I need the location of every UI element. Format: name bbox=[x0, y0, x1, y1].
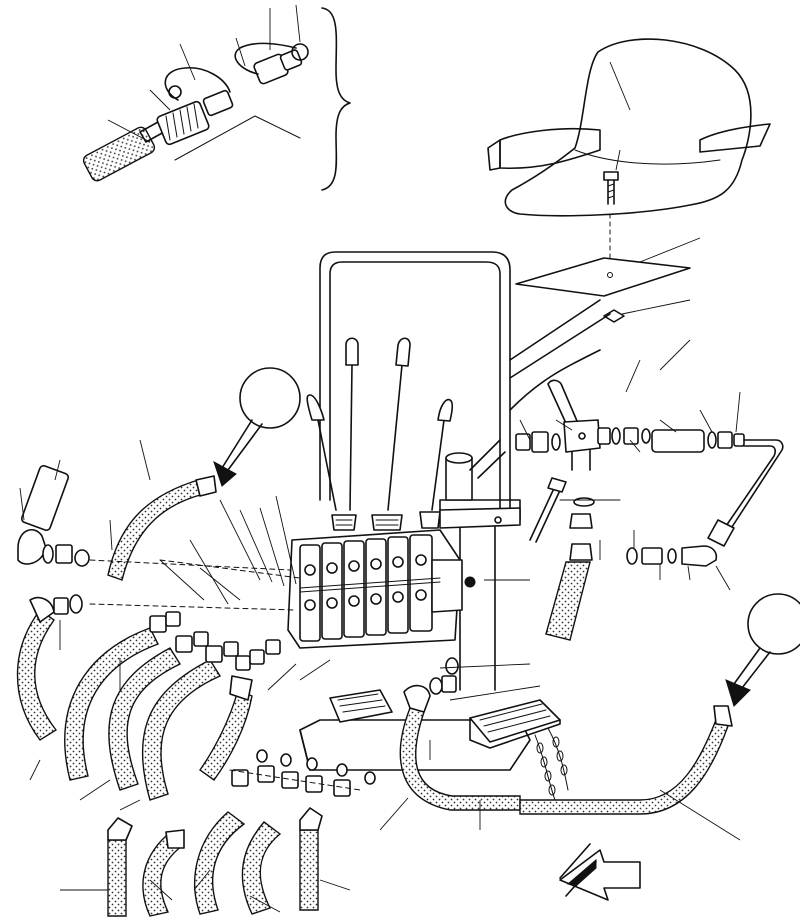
control-valve-bank bbox=[287, 507, 521, 649]
lower-hose-bundle bbox=[60, 659, 376, 917]
operator-seat bbox=[487, 38, 771, 217]
direction-arrow-icon bbox=[559, 843, 641, 901]
quick-coupler-inset bbox=[82, 4, 351, 191]
lever-4 bbox=[431, 398, 454, 511]
left-hose-bundle bbox=[16, 559, 301, 811]
seat-mount-plate bbox=[515, 213, 701, 323]
pressure-hose-upper-left bbox=[17, 367, 301, 581]
chain bbox=[534, 727, 569, 801]
control-levers bbox=[306, 337, 454, 531]
lever-3 bbox=[387, 337, 411, 511]
foot-pedal-left bbox=[329, 689, 393, 723]
pressure-valve-assembly bbox=[515, 379, 784, 641]
coupler-body bbox=[156, 100, 210, 146]
lever-2 bbox=[345, 337, 359, 511]
seat-bolt bbox=[603, 171, 619, 205]
callout-leaders bbox=[139, 339, 741, 831]
foot-pedal-right bbox=[469, 699, 561, 749]
long-hose-lower-right bbox=[399, 593, 800, 841]
lever-1 bbox=[306, 394, 337, 511]
dust-cap bbox=[234, 42, 309, 85]
